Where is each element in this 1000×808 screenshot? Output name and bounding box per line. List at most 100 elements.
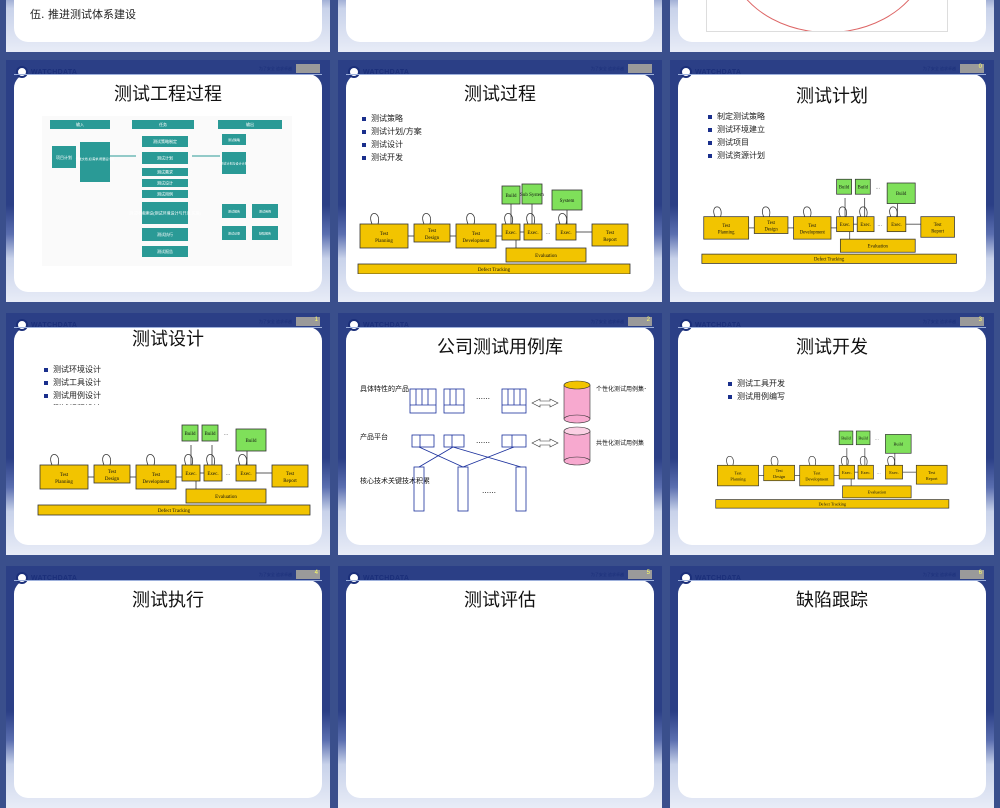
input-box (52, 146, 76, 168)
defect-tracking-label: Defect Tracking (478, 268, 511, 273)
box-build (854, 178, 871, 195)
box-test-planning-label: Test (722, 224, 730, 229)
logo-text: WATCHDATA (695, 68, 742, 76)
output-box (252, 226, 278, 240)
dots: …… (476, 393, 490, 401)
dots: … (224, 432, 229, 437)
label-core: 核心技术关键技术积累 (360, 476, 430, 485)
box-build-label: Build (841, 436, 851, 441)
box-test-planning-label: Planning (55, 480, 73, 485)
header-divider (14, 327, 322, 328)
slide-defect-tracking[interactable]: WATCHDATA 为了安全 追求卓越 6 缺陷跟踪 (670, 566, 994, 808)
slide-title: 测试工程过程 (114, 84, 222, 105)
box-build-label: Build (505, 194, 517, 199)
logo-text: WATCHDATA (363, 321, 410, 329)
slide-test-design[interactable]: WATCHDATA 为了安全 追求卓越 1 测试设计 测试环境设计测试工具设计测… (6, 313, 330, 555)
page-number: 5 (628, 570, 652, 579)
slide-top-right[interactable] (670, 0, 994, 52)
output-box (222, 204, 246, 218)
slide-case-library[interactable]: WATCHDATA 为了安全 追求卓越 2 公司测试用例库 具体特性的产品 产品… (338, 313, 662, 555)
box-exec-label: Exec. (185, 472, 196, 477)
slide-test-evaluation[interactable]: WATCHDATA 为了安全 追求卓越 5 测试评估 (338, 566, 662, 808)
bullet-item: 测试工具开发 (728, 377, 785, 390)
box-test-planning (39, 464, 89, 490)
label-product: 具体特性的产品 (360, 384, 409, 393)
tagline: 为了安全 追求卓越 (258, 66, 292, 71)
logo: WATCHDATA (680, 318, 741, 332)
box-test-report-label: Report (603, 238, 617, 243)
box-exec-label: Exec. (560, 231, 571, 236)
box-test-design-label: Test (767, 221, 775, 226)
box-test-planning-label: Test (380, 232, 389, 237)
globe-icon (680, 66, 692, 78)
box-test-development-label: Development (805, 477, 829, 482)
slide-test-process[interactable]: WATCHDATA 为了安全 追求卓越 测试过程 测试策略测试计划/方案测试设计… (338, 60, 662, 302)
slide-title: 缺陷跟踪 (796, 590, 868, 611)
page-number: 1 (296, 317, 320, 326)
task-box (142, 246, 188, 257)
process-diagram: TestPlanningTestDesignTestDevelopmentExe… (356, 164, 636, 274)
box-test-design-label: Design (105, 477, 120, 482)
header-divider (678, 580, 986, 581)
box-test-report-label: Test (286, 472, 295, 477)
slide-test-execution[interactable]: WATCHDATA 为了安全 追求卓越 4 测试执行 (6, 566, 330, 808)
header-divider (346, 580, 654, 581)
slide-test-plan[interactable]: WATCHDATA 为了安全 追求卓越 0 测试计划 制定测试策略测试环境建立测… (670, 60, 994, 302)
task-box (142, 168, 188, 176)
output-box-label: 测试策略 (228, 137, 240, 142)
box-exec-label: Exec. (861, 470, 871, 475)
slide-top-middle[interactable] (338, 0, 662, 52)
logo-text: WATCHDATA (31, 68, 78, 76)
slide-title: 测试评估 (464, 590, 536, 611)
bar-defect-tracking (37, 504, 311, 516)
dots: … (546, 231, 551, 236)
logo: WATCHDATA (16, 65, 77, 79)
box-test-design (763, 464, 795, 482)
slide-top-left[interactable]: … 伍. 推进测试体系建设 (6, 0, 330, 52)
logo-text: WATCHDATA (695, 321, 742, 329)
slide-test-engineering[interactable]: WATCHDATA 为了安全 追求卓越 测试工程过程 输入 任务 输出 项目计划… (6, 60, 330, 302)
label-lib2: 共性化测试用例集 (596, 439, 644, 447)
box-evaluation (839, 238, 916, 253)
header-task (132, 120, 194, 129)
logo: WATCHDATA (16, 571, 77, 585)
logo-text: WATCHDATA (31, 574, 78, 582)
task-box (142, 202, 188, 224)
tagline: 为了安全 追求卓越 (258, 319, 292, 324)
input-box-label: 项目计划 (56, 154, 72, 160)
bullet-item: 测试项目 (708, 136, 765, 149)
process-diagram: TestPlanningTestDesignTestDevelopmentExe… (714, 413, 954, 509)
bullet-item: 制定测试策略 (708, 110, 765, 123)
box-test-report (271, 464, 309, 488)
bullet-item: 测试环境建立 (708, 123, 765, 136)
box-test-planning-label: Planning (730, 477, 746, 482)
output-box-label: 测试用例 (259, 209, 271, 214)
slide-test-development[interactable]: WATCHDATA 为了安全 追求卓越 3 测试开发 测试工具开发测试用例编写 … (670, 313, 994, 555)
slide-card (14, 580, 322, 798)
box-test-development-label: Test (813, 471, 821, 476)
list-item: … (30, 0, 41, 3)
box-build (181, 424, 199, 442)
globe-icon (680, 572, 692, 584)
box-subsystem-label: Sub System (520, 193, 544, 198)
slide-title: 测试过程 (464, 84, 536, 105)
defect-tracking-label: Defect Tracking (818, 502, 846, 507)
box-test-planning-label: Test (60, 473, 69, 478)
output-box-label: 测试报告 (228, 209, 240, 214)
globe-icon (16, 572, 28, 584)
box-build-label: Build (858, 436, 868, 441)
bar-defect-tracking (357, 263, 631, 274)
box-evaluation-label: Evaluation (215, 495, 237, 500)
box-test-design-label: Design (773, 474, 786, 479)
task-box (142, 228, 188, 241)
box-test-development-label: Development (800, 231, 826, 236)
header-input-label: 输入 (76, 121, 84, 127)
chart-fragment (706, 0, 948, 32)
box-evaluation-label: Evaluation (868, 245, 889, 250)
page-number (628, 64, 652, 73)
box-build-label: Build (858, 186, 869, 191)
slide-title: 测试设计 (132, 329, 204, 350)
defect-tracking-label: Defect Tracking (158, 509, 191, 514)
box-build (886, 182, 916, 204)
task-box-label: 测试设计 (157, 180, 173, 186)
